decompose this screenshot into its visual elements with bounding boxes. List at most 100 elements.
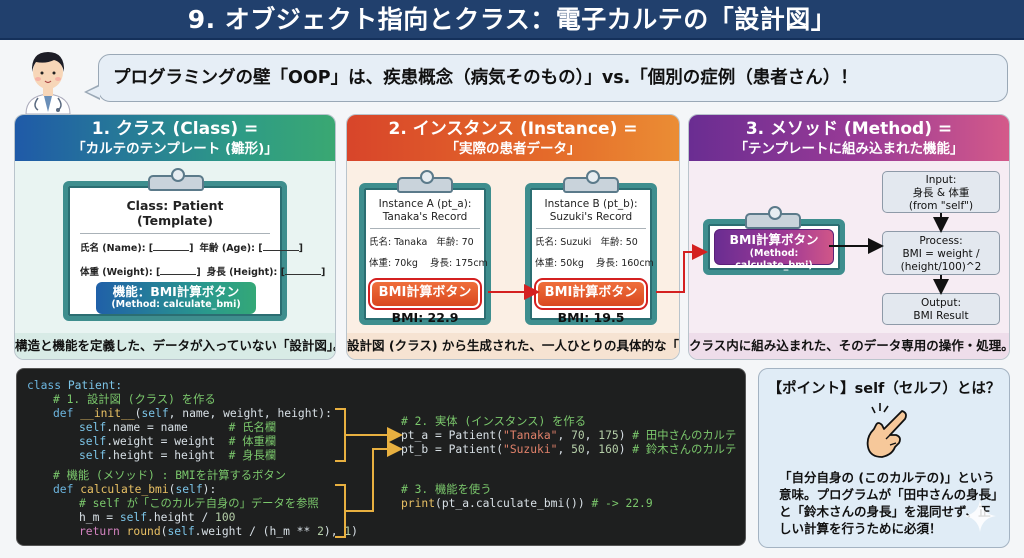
field-height-label: 身長 (Height): [ [206,267,285,278]
code-token: # 氏名欄 [228,421,277,434]
point-box: 【ポイント】self（セルフ）とは？ 「自分自身の (このカルテの)」という意味… [758,368,1010,548]
code-token: __init__ [80,407,135,420]
method-subheading: 「テンプレートに組み込まれた機能」 [734,141,964,157]
code-line: # self が「このカルテ自身の」データを参照 [79,497,319,510]
class-subheading: 「カルテのテンプレート (雛形)」 [72,141,278,157]
weight-value: 70kg [394,258,418,269]
instance-footer: 設計図 (クラス) から生成された、一人ひとりの具体的な「実体」。 [347,333,679,359]
code-token: class [27,379,68,392]
flow-process-box: Process: BMI = weight / (height/100)^2 [882,231,1000,275]
code-token: return [79,525,127,538]
code-token: 100 [215,511,236,524]
class-panel-header: 1. クラス (Class) = 「カルテのテンプレート (雛形)」 [15,115,335,161]
method-button-sub: (Method: calculate_bmi) [735,248,813,271]
code-token: self [141,407,169,420]
flow-output-line2: BMI Result [913,310,969,322]
weight-value: 50kg [560,258,584,269]
method-bracket [335,484,346,538]
code-token: .name = name [106,421,229,434]
class-clipboard: Class: Patient (Template) 氏名 (Name): [] … [63,181,325,321]
bubble-tail-inner [87,86,100,98]
code-token: def [53,483,81,496]
code-token: 2 [317,525,324,538]
method-panel-header: 3. メソッド (Method) = 「テンプレートに組み込まれた機能」 [689,115,1009,161]
field-weight-blank[interactable] [160,266,197,275]
instance-a-clipboard: Instance A (pt_a): Tanaka's Record 氏名: T… [359,183,491,325]
age-label: 年齢: [600,237,623,248]
code-token: self [79,435,107,448]
name-label: 氏名: [369,237,392,248]
code-line: print(pt_a.calculate_bmi()) # -> 22.9 [401,497,653,511]
code-token: 175 [598,429,619,442]
weight-label: 体重: [535,258,558,269]
code-token: ( [160,525,168,538]
doctor-avatar-icon [25,52,71,114]
instance-a-bmi-button[interactable]: BMI計算ボタン [368,278,482,310]
arrow-method-to-pt-b [345,441,403,512]
class-clipboard-subtitle: (Template) [137,213,213,228]
instance-panel-header: 2. インスタンス (Instance) = 「実際の患者データ」 [347,115,679,161]
bracket: ] [189,243,194,254]
age-value: 50 [625,237,638,248]
flow-output-box: Output: BMI Result [882,293,1000,325]
code-block: class Patient: # 1. 設計図 (クラス) を作る def __… [16,368,746,546]
bracket: ] [196,267,201,278]
field-name-label: 氏名 (Name): [ [80,243,154,254]
code-token: .weight / (h_m ** [194,525,318,538]
code-line: # 3. 機能を使う [401,483,492,496]
code-token: , name, weight, height): [168,407,332,420]
code-line: # 2. 実体 (インスタンス) を作る [401,415,587,428]
class-clipboard-title: Class: Patient [126,198,224,213]
instance-b-bmi-button[interactable]: BMI計算ボタン [534,278,648,310]
code-token: 70 [571,429,585,442]
instance-b-bmi-value: BMI: 19.5 [557,310,625,325]
code-token: ( [168,483,176,496]
code-token: 160 [598,443,619,456]
field-height-blank[interactable] [284,266,321,275]
clipboard-clip-icon [148,168,204,191]
divider [536,228,646,229]
method-heading: 3. メソッド (Method) = [745,119,953,139]
sparkle-icon [964,500,996,532]
code-token: pt_a = Patient( [401,429,504,442]
field-row: 氏名: Tanaka 年齢: 70 [364,234,486,248]
instance-heading: 2. インスタンス (Instance) = [388,119,638,139]
code-token: self [79,421,107,434]
code-token: self [167,525,195,538]
field-age-blank[interactable] [262,242,299,251]
field-name-blank[interactable] [153,242,190,251]
code-token: ), [323,525,345,538]
instance-b-clipboard: Instance B (pt_b): Suzuki's Record 氏名: S… [525,183,657,325]
code-line: class Patient: [27,379,122,393]
divider [370,228,480,229]
height-value: 175cm [455,258,488,269]
code-line: # 機能 (メソッド) : BMIを計算するボタン [53,469,286,482]
class-method-button[interactable]: 機能：BMI計算ボタン (Method: calculate_bmi) [96,282,256,314]
code-line: self.name = name # 氏名欄 [79,421,276,435]
code-token: # 身長欄 [228,449,277,462]
flow-input-box: Input: 身長 & 体重 (from "self") [882,171,1000,213]
code-token: 1 [344,525,352,538]
code-token: ) [618,429,633,442]
height-label: 身長: [429,258,453,269]
flow-input-line3: (from "self") [908,200,974,212]
field-row: 氏名: Suzuki 年齢: 50 [530,234,652,248]
point-title: 【ポイント】self（セルフ）とは？ [767,381,1001,397]
pointing-hand-icon [866,403,907,458]
code-token: "Suzuki" [503,443,558,456]
method-button-label: BMI計算ボタン [729,232,819,247]
page-title: 9. オブジェクト指向とクラス：電子カルテの「設計図」 [0,0,1024,40]
clipboard-clip-icon [563,170,619,193]
code-token: # 体重欄 [228,435,277,448]
instance-panel: 2. インスタンス (Instance) = 「実際の患者データ」 Instan… [346,114,680,360]
code-line: # 1. 設計図 (クラス) を作る [53,393,216,406]
class-method-label: 機能：BMI計算ボタン [112,284,240,299]
instance-a-title: Instance A (pt_a): [378,198,472,210]
height-label: 身長: [595,258,619,269]
code-line: def calculate_bmi(self): [53,483,216,497]
point-text: 「自分自身の (このカルテの)」という意味。プログラムが「田中さんの身長」と「鈴… [779,470,998,536]
method-bmi-button[interactable]: BMI計算ボタン (Method: calculate_bmi) [714,229,834,271]
speech-bubble: プログラミングの壁「OOP」は、疾患概念（病気そのもの）」vs.「個別の症例（患… [98,54,1008,102]
init-bracket [335,408,346,462]
method-panel: 3. メソッド (Method) = 「テンプレートに組み込まれた機能」 BMI… [688,114,1010,360]
